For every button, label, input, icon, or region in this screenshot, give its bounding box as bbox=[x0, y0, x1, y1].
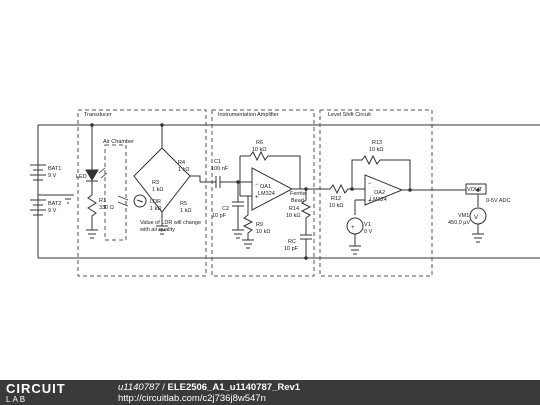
footer-bar: CIRCUIT LAB u1140787 / ELE2506_A1_u11407… bbox=[0, 380, 540, 405]
capacitor-c2 bbox=[232, 201, 244, 207]
r3-value: 1 kΩ bbox=[152, 187, 163, 193]
ldr-light-arrows bbox=[117, 195, 129, 207]
voltage-source-v1 bbox=[346, 217, 364, 235]
r12-value: 10 kΩ bbox=[329, 203, 344, 209]
r4-name: R4 bbox=[178, 160, 185, 166]
r1-value: 330 Ω bbox=[99, 205, 114, 211]
air-chamber-box bbox=[104, 144, 127, 241]
led bbox=[85, 167, 108, 182]
resistor-r1 bbox=[87, 194, 97, 230]
vout-label-box bbox=[465, 183, 487, 195]
r1-name: R1 bbox=[99, 198, 106, 204]
r14-name: R14 bbox=[289, 206, 299, 212]
oa1-minus-symbol: − bbox=[255, 182, 259, 188]
r4-value: 1 kΩ bbox=[178, 167, 189, 173]
footer-separator: / bbox=[159, 382, 168, 393]
bat2-value: 9 V bbox=[48, 208, 57, 214]
bat2-name: BAT2 bbox=[48, 201, 61, 207]
v1-name: V1 bbox=[364, 222, 371, 228]
ldr-value: 1 kΩ bbox=[150, 206, 161, 212]
r12-name: R12 bbox=[331, 196, 341, 202]
circuitlab-logo: CIRCUIT LAB bbox=[6, 381, 66, 404]
rc-value: 10 pF bbox=[284, 246, 299, 252]
rc-name: RC bbox=[288, 239, 296, 245]
ldr bbox=[133, 194, 147, 208]
level-shift-label: Level Shift Circuit bbox=[328, 112, 371, 118]
level-shift-circuit-box bbox=[319, 109, 433, 277]
r5-value: 1 kΩ bbox=[180, 208, 191, 214]
transducer-section-box bbox=[77, 109, 207, 277]
voltmeter-v-symbol: V bbox=[474, 215, 478, 221]
r9-name: R9 bbox=[256, 222, 263, 228]
resistor-r6 bbox=[240, 150, 301, 189]
r14-value: 10 kΩ bbox=[286, 213, 301, 219]
ldr-symbol bbox=[136, 199, 144, 203]
ldr-note-line1: Value of LDR will change bbox=[140, 220, 201, 226]
vout-label: VOUT bbox=[467, 187, 483, 193]
vm1-name: VM1 bbox=[458, 213, 469, 219]
ldr-note-line2: with air quality bbox=[139, 227, 175, 233]
footer-user: u1140787 bbox=[118, 382, 160, 393]
adc-range-label: 0-5V ADC bbox=[486, 198, 510, 204]
logo-top-text: CIRCUIT bbox=[6, 381, 66, 396]
r6-name: R6 bbox=[256, 140, 263, 146]
resistor-r14 bbox=[300, 189, 312, 235]
oa1-value: LM324 bbox=[258, 191, 275, 197]
oa1-plus-symbol: + bbox=[255, 195, 259, 201]
r1-ground bbox=[86, 229, 98, 239]
circuit-schematic: Transducer Instrumentation Amplifier Lev… bbox=[30, 109, 540, 277]
ferrite-name: Ferrite bbox=[290, 191, 306, 197]
resistor-r13 bbox=[351, 154, 411, 190]
ldr-name: LDR bbox=[150, 199, 161, 205]
instrumentation-amplifier-box bbox=[211, 109, 315, 277]
bat1-name: BAT1 bbox=[48, 166, 61, 172]
bridge-ground bbox=[156, 225, 168, 235]
c1-value: 100 nF bbox=[211, 166, 229, 172]
footer-title: ELE2506_A1_u1140787_Rev1 bbox=[167, 382, 301, 393]
op-amp-oa2 bbox=[364, 174, 404, 206]
battery-bat1 bbox=[30, 164, 46, 181]
instrumentation-amplifier-label: Instrumentation Amplifier bbox=[218, 112, 279, 118]
r9-value: 10 kΩ bbox=[256, 229, 271, 235]
ferrite-value: Bead bbox=[291, 198, 304, 204]
v1-ground bbox=[349, 234, 361, 255]
v1-wire bbox=[354, 199, 365, 215]
v1-plus-minus-symbol: + bbox=[351, 225, 355, 231]
oa1-name: OA1 bbox=[260, 184, 271, 190]
r6-value: 10 kΩ bbox=[252, 147, 267, 153]
vm1-ground bbox=[472, 224, 484, 243]
ground-symbol bbox=[62, 194, 74, 204]
bat1-value: 9 V bbox=[48, 173, 57, 179]
resistor-r9 bbox=[242, 196, 254, 249]
resistor-r12 bbox=[325, 183, 365, 195]
bridge-output-wire bbox=[190, 175, 201, 182]
c2-ground bbox=[232, 206, 244, 239]
r3-name: R3 bbox=[152, 180, 159, 186]
footer-meta: u1140787 / ELE2506_A1_u1140787_Rev1 http… bbox=[118, 382, 300, 404]
footer-url[interactable]: http://circuitlab.com/c2j736j8w547n bbox=[118, 393, 266, 404]
oa2-value: LM324 bbox=[370, 197, 387, 203]
oa2-minus-symbol: − bbox=[368, 181, 372, 187]
c2-value: 10 pF bbox=[212, 213, 227, 219]
logo-bottom-text: LAB bbox=[6, 395, 28, 404]
c1-name: C1 bbox=[214, 159, 221, 165]
battery-bat2 bbox=[30, 199, 46, 216]
r5-name: R5 bbox=[180, 201, 187, 207]
air-chamber-label: Air Chamber bbox=[103, 139, 134, 145]
oa2-plus-symbol: + bbox=[368, 199, 372, 205]
led-name: LED bbox=[76, 174, 87, 180]
r13-value: 10 kΩ bbox=[369, 147, 384, 153]
capacitor-rc bbox=[300, 234, 312, 240]
transducer-section-label: Transducer bbox=[84, 112, 112, 118]
oa2-name: OA2 bbox=[374, 190, 385, 196]
vm1-value: 450.0 µV bbox=[448, 220, 470, 226]
op-amp-oa1 bbox=[251, 167, 294, 211]
v1-value: 0 V bbox=[364, 229, 373, 235]
capacitor-c1 bbox=[215, 176, 221, 188]
c2-name: C2 bbox=[222, 206, 229, 212]
r13-name: R13 bbox=[372, 140, 382, 146]
